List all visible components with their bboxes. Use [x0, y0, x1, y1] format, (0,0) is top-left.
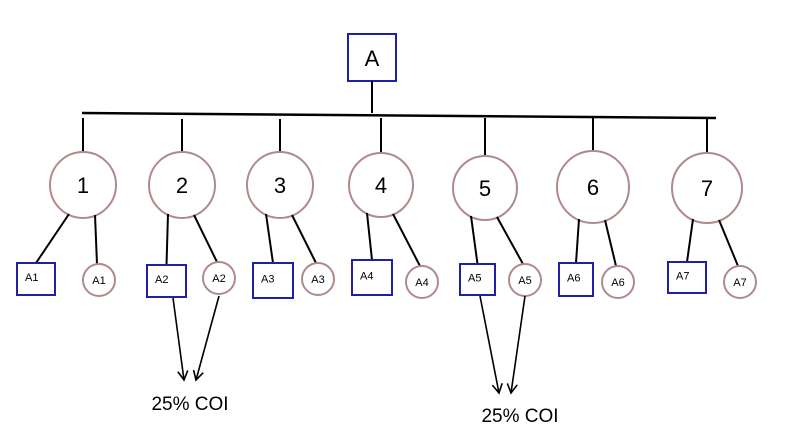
coi-label-family-5: 25% COI: [481, 406, 558, 427]
root-label: A: [365, 46, 380, 71]
offspring-label-4: 4: [375, 173, 387, 198]
coi-arrow-5-male: [479, 295, 503, 395]
offspring-circle-5: [452, 155, 518, 221]
offspring-label-1: 1: [77, 173, 89, 198]
sibship-bar: [81, 111, 717, 120]
mate-line-female-1: [94, 214, 98, 265]
offspring-circle-2: [148, 151, 216, 219]
mate-line-male-4: [366, 212, 373, 261]
female-circle-2: [202, 261, 236, 295]
mate-line-male-1: [35, 213, 70, 264]
offspring-label-7: 7: [701, 176, 713, 201]
female-circle-1: [82, 263, 116, 297]
female-label-1: A1: [92, 275, 105, 287]
offspring-circle-4: [348, 152, 414, 218]
male-label-7: A7: [676, 271, 689, 283]
mate-line-female-2: [193, 214, 218, 263]
offspring-circle-1: [49, 151, 117, 219]
female-label-6: A6: [611, 277, 624, 289]
male-label-6: A6: [567, 273, 580, 285]
mate-line-female-3: [291, 214, 317, 264]
coi-label-family-2: 25% COI: [151, 394, 228, 415]
offspring-label-3: 3: [274, 173, 286, 198]
mate-line-female-7: [718, 219, 739, 267]
male-label-3: A3: [261, 274, 274, 286]
offspring-label-6: 6: [587, 175, 599, 200]
offspring-label-5: 5: [479, 176, 491, 201]
offspring-label-2: 2: [176, 173, 188, 198]
female-circle-6: [601, 265, 635, 299]
male-square-2: [146, 264, 187, 298]
male-square-7: [667, 261, 707, 294]
female-label-5: A5: [518, 275, 531, 287]
mate-line-male-6: [575, 218, 580, 264]
male-square-1: [16, 262, 56, 296]
female-circle-7: [723, 265, 757, 299]
female-circle-3: [301, 262, 335, 296]
mate-line-female-4: [392, 213, 421, 267]
mate-line-male-7: [686, 218, 694, 263]
offspring-circle-3: [246, 151, 314, 219]
male-label-1: A1: [25, 272, 38, 284]
mate-line-male-5: [470, 215, 479, 265]
offspring-circle-6: [556, 150, 630, 224]
female-label-3: A3: [311, 274, 324, 286]
coi-arrow-5-female: [506, 295, 526, 395]
male-square-3: [252, 262, 294, 299]
female-label-7: A7: [733, 277, 746, 289]
male-label-4: A4: [360, 271, 373, 283]
male-label-5: A5: [468, 273, 481, 285]
female-circle-4: [405, 265, 439, 299]
mate-line-male-3: [265, 213, 274, 264]
male-square-5: [459, 263, 496, 296]
male-square-6: [558, 262, 594, 297]
mate-line-male-2: [165, 213, 169, 266]
male-label-2: A2: [155, 274, 168, 286]
offspring-circle-7: [671, 152, 743, 224]
coi-arrow-2-male: [172, 297, 189, 382]
mate-line-female-5: [496, 216, 524, 265]
female-label-4: A4: [415, 277, 428, 289]
mate-line-female-6: [604, 219, 617, 267]
coi-arrow-2-female: [192, 295, 220, 382]
male-square-4: [351, 259, 393, 296]
female-label-2: A2: [212, 273, 225, 285]
